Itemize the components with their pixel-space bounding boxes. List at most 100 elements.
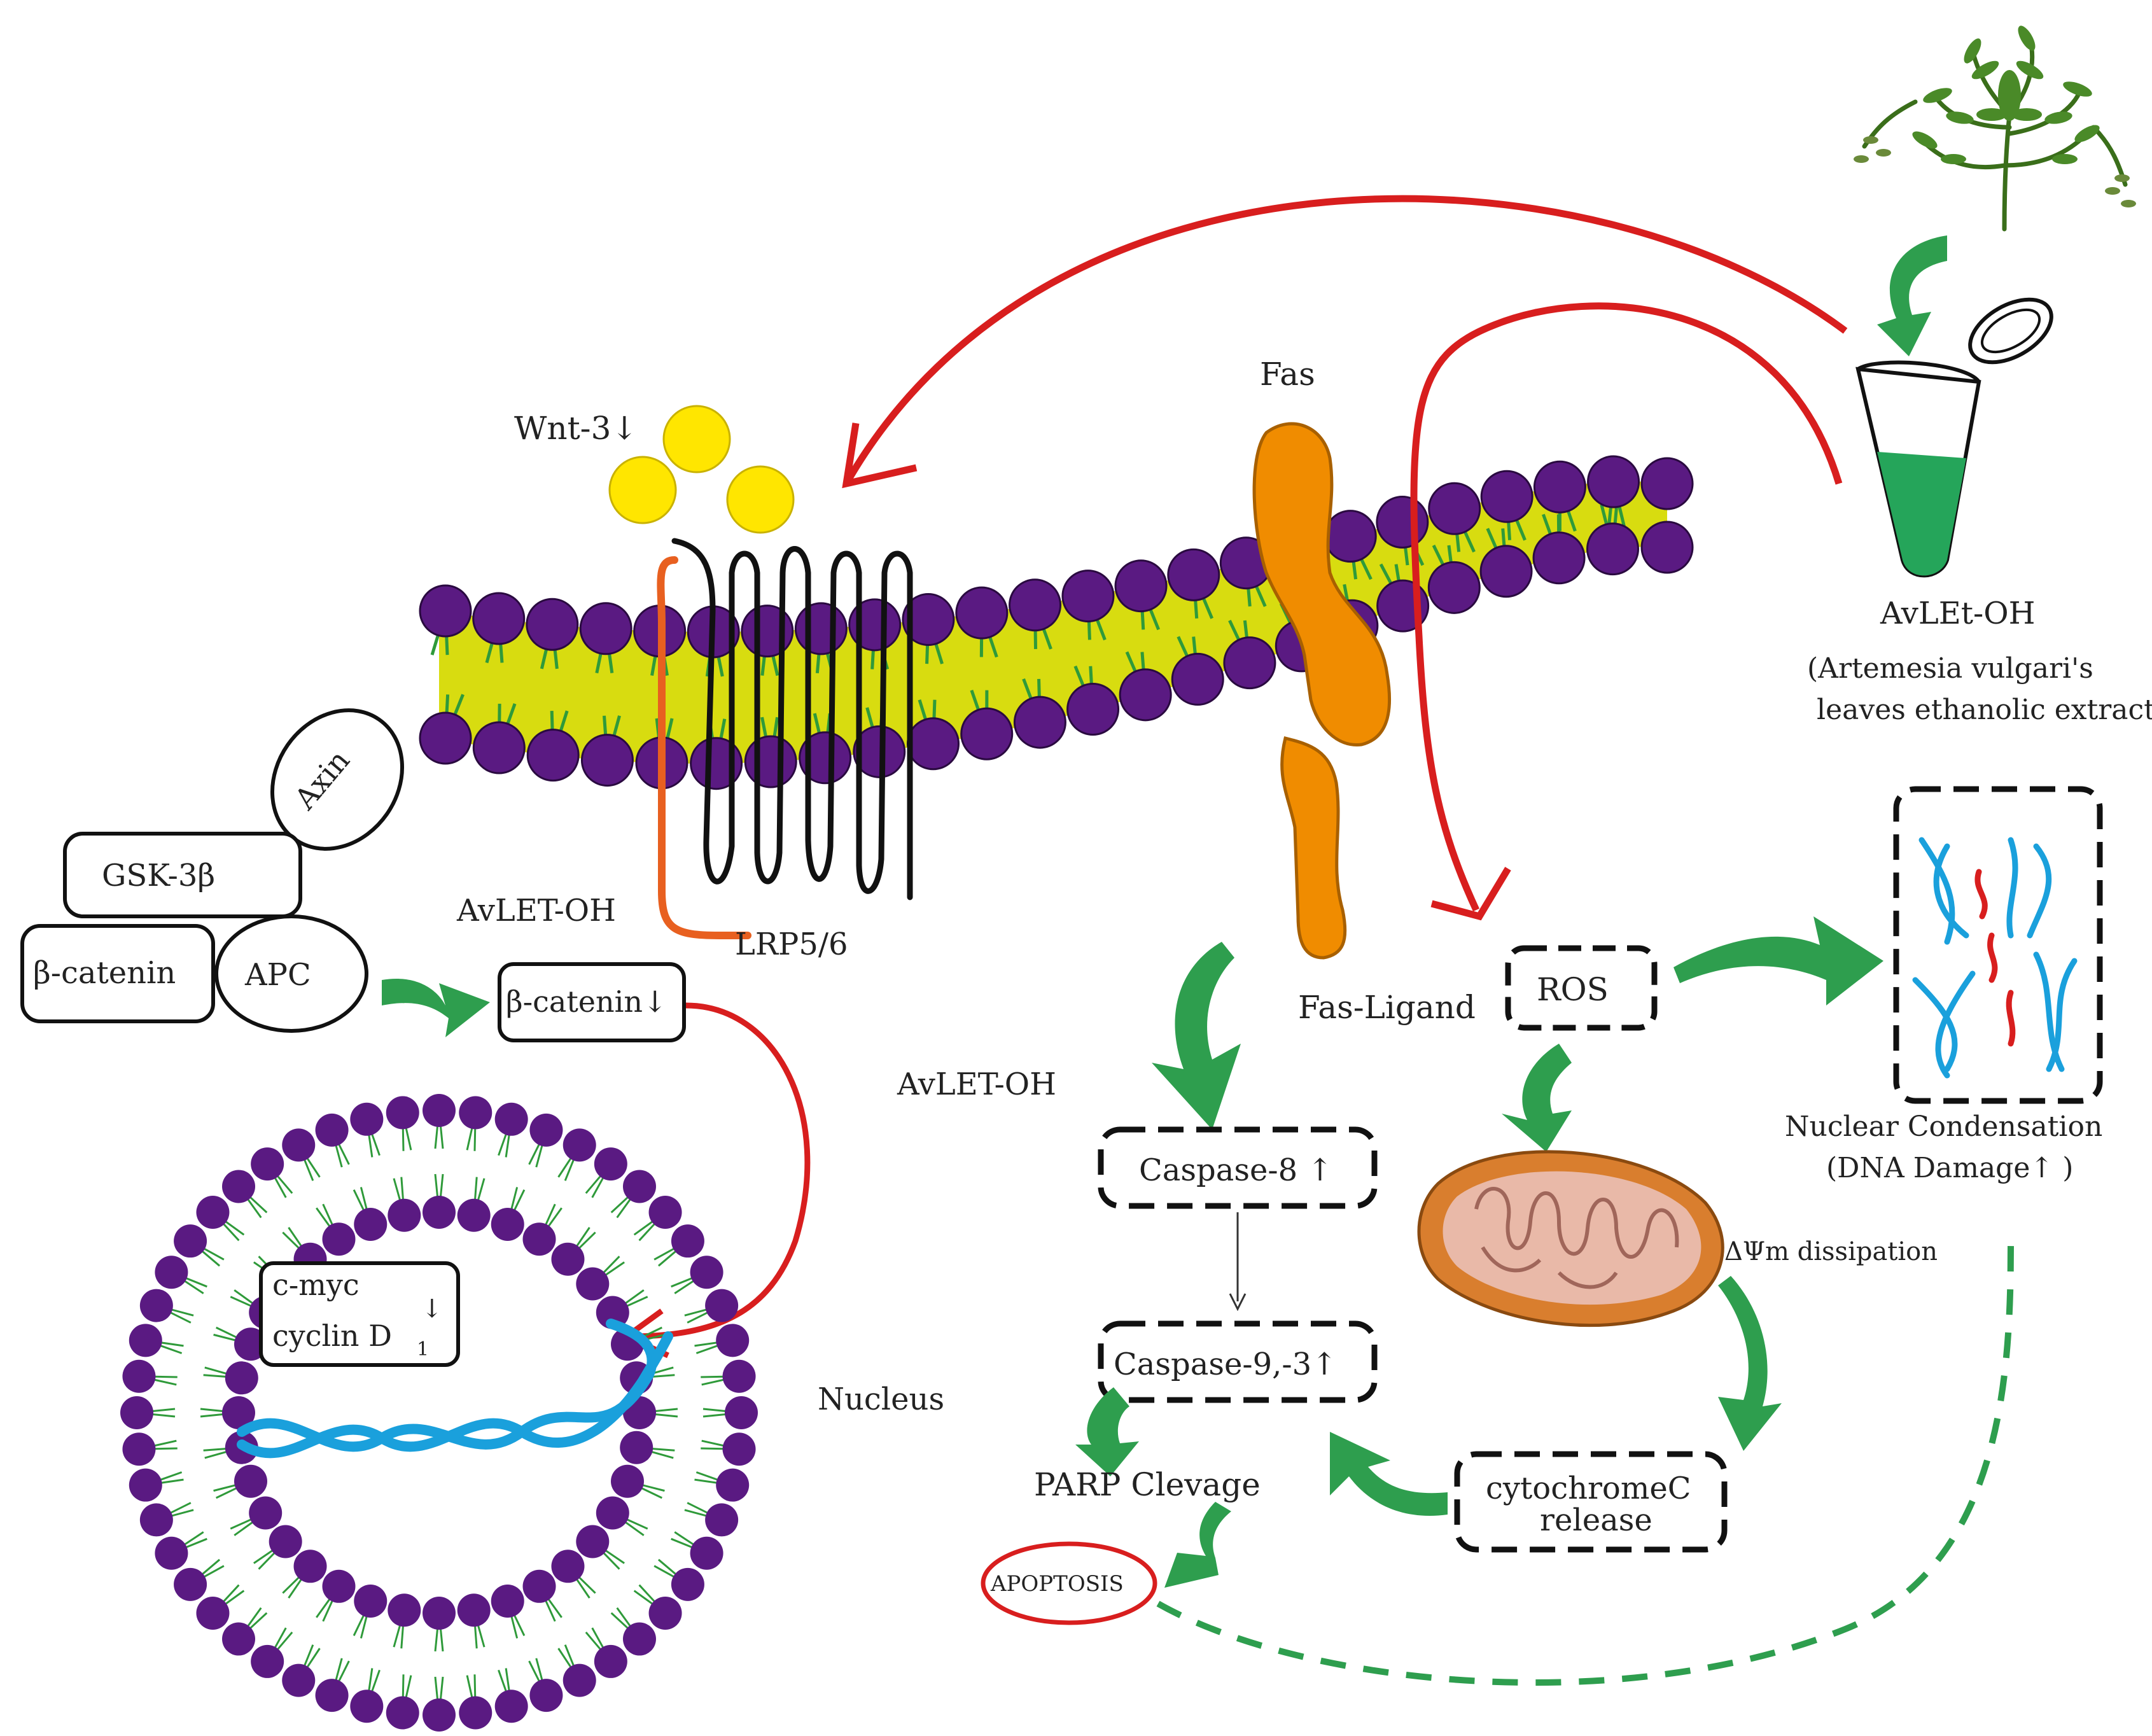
lipid-head	[620, 1431, 653, 1464]
lipid-head	[622, 1622, 656, 1656]
cyclin-down-arrow: ↓	[421, 1294, 443, 1324]
lipid-head	[705, 1289, 739, 1322]
lrp-label: LRP5/6	[735, 927, 848, 962]
lipid-head	[423, 1196, 456, 1229]
cyclin-subscript: 1	[417, 1338, 429, 1361]
frizzled-receptor	[671, 538, 913, 900]
lipid-head	[315, 1113, 349, 1147]
caspase8-label: Caspase-8 ↑	[1139, 1152, 1333, 1188]
lipid-head	[526, 598, 579, 651]
lipid-head	[472, 721, 526, 774]
lipid-head	[386, 1696, 419, 1730]
caspase93-label: Caspase-9,-3↑	[1114, 1347, 1337, 1382]
lipid-head	[282, 1663, 316, 1697]
lipid-head	[174, 1567, 207, 1601]
lipid-head	[722, 1359, 756, 1393]
cytc-to-parp-arrow	[1330, 1432, 1448, 1516]
lipid-head	[1061, 570, 1115, 623]
lipid-head	[596, 1496, 629, 1530]
lipid-head	[1640, 457, 1694, 510]
gsk-node	[63, 832, 302, 918]
wnt-ligand-group: Wnt-3↓	[514, 405, 795, 534]
lipid-head	[457, 1593, 491, 1627]
lipid-head	[562, 1128, 596, 1162]
lipid-head	[293, 1550, 327, 1583]
lipid-head	[122, 1432, 156, 1466]
caspase8-node	[1098, 1126, 1378, 1209]
lipid-head	[1324, 510, 1377, 563]
lipid-head	[350, 1690, 384, 1723]
wnt-ligand	[608, 456, 677, 524]
lipid-head	[622, 1170, 656, 1203]
lipid-head	[249, 1496, 283, 1530]
lipid-head	[1171, 652, 1224, 706]
lipid-head	[251, 1147, 284, 1181]
lipid-head	[423, 1094, 456, 1127]
lipid-head	[522, 1222, 556, 1256]
lipid-head	[472, 592, 526, 645]
lipid-head	[1586, 522, 1639, 576]
lipid-head	[705, 1503, 739, 1537]
lipid-head	[1428, 482, 1481, 535]
dna-helix-icon	[237, 1319, 673, 1459]
lipid-head	[1114, 559, 1168, 613]
bcat-down-label: β-catenin↓	[506, 984, 667, 1019]
lipid-head	[196, 1596, 230, 1630]
lipid-head	[225, 1361, 258, 1395]
plant-to-tube-arrow	[1877, 235, 1947, 356]
cytc-node	[1454, 1451, 1728, 1553]
lipid-head	[423, 1698, 456, 1732]
lipid-head	[1009, 578, 1062, 632]
lipid-head	[494, 1690, 528, 1723]
extract-to-ros-arrow	[1410, 302, 1843, 912]
lipid-head	[354, 1207, 388, 1241]
lipid-head	[350, 1102, 384, 1136]
cyclin-label: cyclin D	[272, 1319, 392, 1353]
lipid-head	[902, 593, 955, 647]
cmyc-label: c-myc	[272, 1268, 360, 1302]
nucleus-label: Nucleus	[818, 1382, 944, 1417]
lipid-head	[155, 1256, 188, 1289]
lipid-head	[386, 1096, 419, 1130]
lipid-head	[419, 711, 472, 765]
apoptosis-label: APOPTOSIS	[990, 1571, 1124, 1597]
lipid-head	[222, 1170, 256, 1203]
nucleus-outer-heads	[120, 1094, 758, 1732]
lipid-head	[551, 1550, 585, 1583]
bcat-to-gene-arrow	[629, 1002, 811, 1340]
wnt-ligand	[726, 465, 795, 534]
extract-short-label: AvLEt-OH	[1880, 596, 2035, 631]
lipid-head	[722, 1432, 756, 1466]
lipid-head	[580, 734, 634, 787]
lipid-head	[522, 1569, 556, 1603]
extract-to-wnt-arrow	[843, 195, 1848, 486]
lipid-head	[139, 1289, 173, 1322]
lipid-head	[459, 1696, 493, 1730]
lipid-head	[234, 1327, 267, 1361]
fas-to-caspase8-arrow	[1152, 942, 1241, 1130]
lipid-head	[139, 1503, 173, 1537]
apc-label: APC	[244, 957, 311, 993]
lipid-head	[419, 584, 472, 638]
lipid-head	[529, 1679, 563, 1712]
lipid-head	[576, 1525, 610, 1558]
apoptosis-node	[981, 1541, 1157, 1625]
lipid-head	[690, 1256, 723, 1289]
extract-full-label-2: leaves ethanolic extract)	[1817, 694, 2152, 726]
fas-lower	[1280, 736, 1347, 960]
lipid-head	[611, 1464, 645, 1498]
lipid-head	[853, 725, 906, 778]
mitochondrion-icon	[1417, 1150, 1724, 1327]
complex-to-bcat-arrow	[382, 979, 490, 1037]
mito-to-cytc-arrow	[1718, 1276, 1782, 1451]
extract-to-ros-arrowhead	[1430, 867, 1511, 921]
extract-full-label-1: (Artemesia vulgari's	[1807, 652, 2093, 685]
lipid-head	[1532, 531, 1586, 585]
lipid-head	[491, 1207, 524, 1241]
lipid-head	[690, 1536, 723, 1570]
lipid-head	[799, 731, 852, 785]
lipid-head	[1479, 545, 1533, 598]
apc-node	[214, 914, 368, 1033]
fas-label: Fas	[1260, 356, 1315, 393]
